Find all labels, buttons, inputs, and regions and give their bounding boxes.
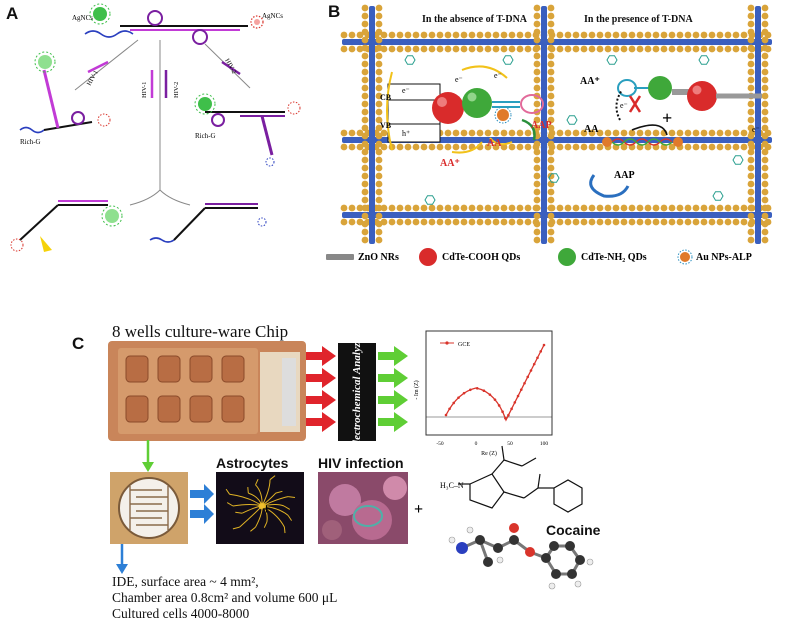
aap-label-left: AAP	[531, 120, 552, 131]
au-np-icon	[680, 252, 690, 262]
plot-ylabel: - Im (Z)	[413, 380, 420, 399]
bottom-left-product	[10, 200, 123, 252]
panel-b-letter: B	[328, 2, 341, 21]
cocaine-structure	[458, 445, 583, 513]
legend-cooh: CdTe-COOH QDs	[442, 252, 520, 263]
panel-b: B In the absence of T-DNA In the presenc…	[322, 0, 786, 270]
aa-plus-label-right: AA⁺	[580, 76, 600, 87]
hiv-infection-label: HIV infection	[318, 455, 404, 471]
panel-c-letter: C	[72, 334, 85, 353]
agncs-label-left: AgNCs	[72, 14, 93, 22]
cb-label: CB	[380, 93, 392, 102]
h-label: h⁺	[402, 129, 410, 138]
rich-g-label-right: Rich-G	[195, 132, 216, 140]
plot-xtick-1: -50	[436, 441, 444, 447]
chip-title: 8 wells culture-ware Chip	[112, 322, 289, 341]
rod-icon	[326, 254, 354, 260]
band-diagram	[386, 65, 508, 151]
top-probe	[84, 3, 264, 45]
plus-sign-2: +	[414, 501, 423, 518]
red-sphere-icon	[419, 248, 437, 266]
cocaine-n-label: H₃C–N	[440, 481, 464, 490]
cocaine-label: Cocaine	[546, 522, 601, 538]
agnc-red-icon	[250, 15, 264, 29]
e-label-2: e⁻	[455, 75, 463, 84]
agncs-label-right: AgNCs	[262, 12, 283, 20]
panel-a: A AgNCs AgNCs HIV-1	[0, 0, 318, 262]
aa-label-right: AA	[584, 124, 599, 135]
e-label-3: e⁻	[494, 71, 502, 80]
plot-xtick-4: 100	[540, 441, 549, 447]
legend-au: Au NPs-ALP	[696, 252, 752, 263]
green-qd-icon	[648, 76, 672, 100]
bottom-right-product	[149, 203, 267, 243]
agnc-green-icon	[89, 3, 111, 25]
aa-label-left: AA	[487, 138, 502, 149]
impedance-plot	[425, 330, 553, 436]
plus-sign: +	[662, 108, 672, 128]
ide-electrode	[110, 472, 188, 544]
astrocyte-image	[216, 472, 304, 544]
au-np-alp-icon	[602, 137, 683, 147]
green-sphere-icon	[558, 248, 576, 266]
red-arrows	[306, 346, 336, 432]
caption-line-2: Chamber area 0.8cm² and volume 600 μL	[112, 590, 338, 605]
astrocytes-label: Astrocytes	[216, 455, 289, 471]
panel-a-letter: A	[6, 4, 19, 23]
vb-label: VB	[380, 121, 392, 130]
plus-sign-1: +	[262, 501, 271, 518]
legend-zno: ZnO NRs	[358, 252, 399, 263]
caption-line-1: IDE, surface area ~ 4 mm²,	[112, 574, 259, 589]
red-qd-icon	[432, 92, 464, 124]
rich-g-label-left: Rich-G	[20, 138, 41, 146]
analyzer-label: Electrochemical Analyzer	[351, 333, 363, 451]
right-cell-probe	[589, 76, 762, 198]
plot-xlabel: Re (Z)	[481, 450, 497, 457]
legend-nh2: CdTe-NH₂ QDs	[581, 252, 647, 263]
legend: ZnO NRs CdTe-COOH QDs CdTe-NH₂ QDs Au NP…	[326, 248, 752, 266]
green-arrows	[378, 346, 408, 432]
header-absence: In the absence of T-DNA	[422, 14, 528, 25]
plot-legend: GCE	[458, 342, 470, 348]
chip-photo	[108, 341, 306, 441]
panel-b-diagram: In the absence of T-DNA In the presence …	[326, 4, 772, 266]
zno-rod-frame	[340, 4, 772, 244]
e-label-right: e⁻	[620, 101, 628, 110]
e-label-1: e⁻	[402, 86, 410, 95]
analyzer-box	[338, 343, 376, 441]
green-qd-icon	[462, 88, 492, 118]
hiv-infection-image	[318, 472, 408, 544]
panel-a-diagram: AgNCs AgNCs HIV-1 HIV-1 HIV-2 HIV-2 Rich…	[10, 3, 301, 252]
caption-line-3: Cultured cells 4000-8000	[112, 606, 250, 621]
hairpin-probe	[492, 94, 544, 114]
aap-label-right: AAP	[614, 170, 635, 181]
left-hybrid	[19, 51, 111, 134]
hiv2-label-mid: HIV-2	[173, 82, 180, 98]
e-label-edge: e⁻	[752, 125, 760, 134]
hiv1-label-mid: HIV-1	[141, 82, 148, 98]
cocaine-ball-stick	[448, 523, 594, 590]
plot-xtick-3: 50	[507, 441, 513, 447]
plot-xtick-2: 0	[475, 441, 478, 447]
red-qd-icon	[687, 81, 717, 111]
right-hybrid	[194, 93, 301, 167]
aa-plus-label-left: AA⁺	[440, 158, 460, 169]
header-presence: In the presence of T-DNA	[584, 14, 693, 25]
